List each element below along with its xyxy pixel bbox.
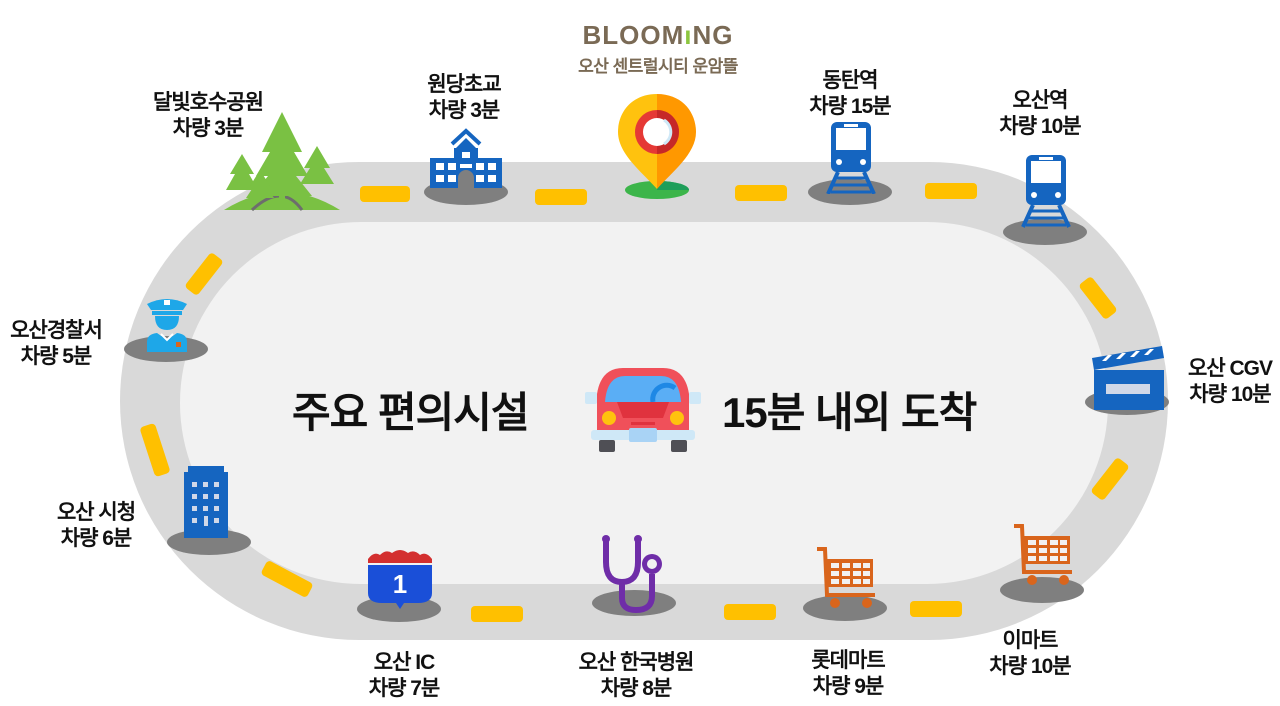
facility-label-school: 원당초교 차량 3분: [427, 72, 501, 124]
brand-name-prefix: BLOOM: [582, 20, 685, 50]
facility-label-osan-ic: 오산 IC 차량 7분: [368, 650, 440, 702]
tree-icon: [224, 112, 340, 212]
building-icon: [184, 466, 228, 538]
cart-icon: [1014, 524, 1072, 585]
cart-icon: [817, 547, 875, 608]
lane-dashes: [140, 183, 1129, 622]
facility-time: 차량 9분: [812, 675, 884, 698]
clapperboard-icon: [1092, 346, 1164, 410]
facility-name: 오산 IC: [373, 651, 435, 674]
facility-time: 차량 3분: [428, 99, 500, 122]
police-icon: [147, 299, 187, 352]
facility-label-emart: 이마트 차량 10분: [989, 628, 1071, 680]
facility-time: 차량 15분: [809, 95, 891, 118]
brand-subtitle: 오산 센트럴시티 운암뜰: [578, 57, 738, 76]
facility-label-city-hall: 오산 시청 차량 6분: [56, 500, 136, 552]
car-icon: [585, 368, 701, 452]
headline-right: 15분 내외 도착: [722, 389, 977, 436]
facility-time: 차량 7분: [368, 677, 440, 700]
brand-name-i: ı: [684, 20, 693, 50]
brand-name: BLOOMıNG: [578, 18, 738, 52]
facility-name: 동탄역: [822, 69, 879, 92]
brand-logo: BLOOMıNG 오산 센트럴시티 운암뜰: [578, 18, 738, 78]
brand-name-suffix: NG: [692, 20, 734, 50]
facility-label-cgv: 오산 CGV 차량 10분: [1188, 356, 1273, 408]
train-icon: [826, 122, 876, 194]
facility-label-osan-station: 오산역 차량 10분: [999, 88, 1081, 140]
facility-time: 차량 10분: [1189, 383, 1271, 406]
facility-name: 오산 한국병원: [578, 651, 695, 674]
facility-name: 롯데마트: [811, 649, 885, 672]
stethoscope-icon: [602, 535, 662, 614]
facility-time: 차량 10분: [999, 115, 1081, 138]
facility-name: 오산 CGV: [1188, 357, 1273, 380]
train-icon: [1021, 155, 1071, 228]
facility-time: 차량 3분: [172, 117, 244, 140]
facility-label-hospital: 오산 한국병원 차량 8분: [578, 650, 695, 702]
facility-name: 오산 시청: [56, 501, 136, 524]
facility-time: 차량 8분: [600, 677, 672, 700]
facility-label-police: 오산경찰서 차량 5분: [10, 318, 103, 370]
facility-name: 오산역: [1012, 89, 1069, 112]
facility-label-lotte-mart: 롯데마트 차량 9분: [811, 648, 885, 700]
highway-number: 1: [393, 569, 407, 599]
facility-label-lake-park: 달빛호수공원 차량 3분: [153, 90, 264, 142]
facility-name: 달빛호수공원: [153, 91, 264, 114]
location-pin-icon: [618, 94, 696, 199]
school-icon: [430, 128, 502, 188]
headline-left: 주요 편의시설: [292, 389, 530, 436]
facility-name: 오산경찰서: [10, 319, 103, 342]
facility-time: 차량 10분: [989, 655, 1071, 678]
highway-shield-icon: 1: [368, 550, 432, 609]
facility-name: 이마트: [1002, 629, 1059, 652]
facility-label-dongtan-station: 동탄역 차량 15분: [809, 68, 891, 120]
facility-time: 차량 5분: [20, 345, 92, 368]
facility-name: 원당초교: [427, 73, 501, 96]
facility-time: 차량 6분: [60, 527, 132, 550]
